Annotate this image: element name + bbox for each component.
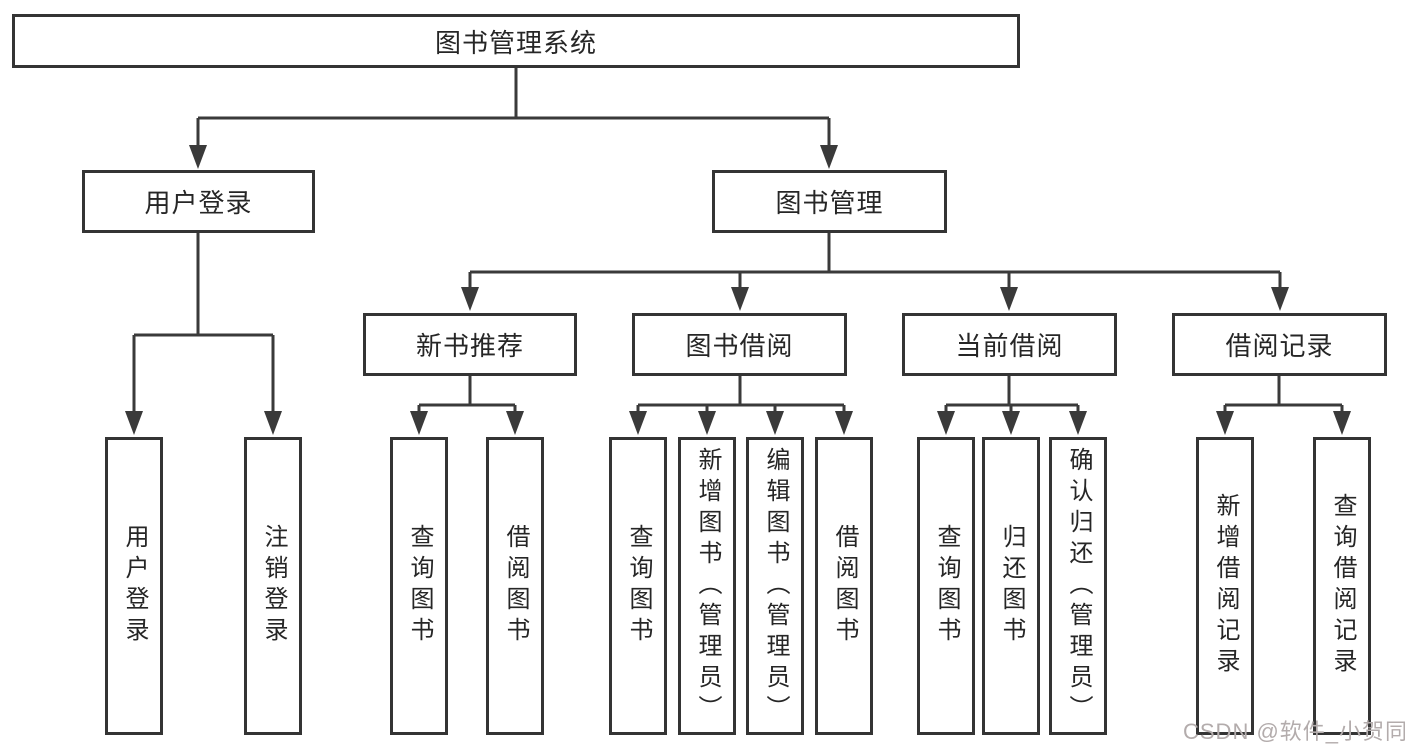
leaf-label: 借阅图书 — [502, 524, 529, 648]
node-label: 新书推荐 — [415, 331, 524, 361]
leaf-label: 注销登录 — [260, 524, 287, 648]
leaf-edit-books-admin: 编辑图书（管理员） — [746, 437, 804, 735]
leaf-query-books: 查询图书 — [390, 437, 448, 735]
leaf-borrow-books: 借阅图书 — [486, 437, 544, 735]
leaf-label: 查询图书 — [933, 524, 960, 648]
node-book-management: 图书管理 — [712, 170, 947, 233]
node-library-management-system: 图书管理系统 — [12, 14, 1020, 68]
leaf-label: 用户登录 — [121, 524, 148, 648]
node-label: 图书管理 — [775, 188, 884, 218]
leaf-user-login: 用户登录 — [105, 437, 163, 735]
csdn-watermark: CSDN @软件_小贺同学 — [1183, 719, 1405, 744]
leaf-label: 查询图书 — [406, 524, 433, 648]
leaf-query-books: 查询图书 — [917, 437, 975, 735]
leaf-label: 归还图书 — [998, 524, 1025, 648]
leaf-return-books: 归还图书 — [982, 437, 1040, 735]
leaf-borrow-books: 借阅图书 — [815, 437, 873, 735]
leaf-confirm-return-admin: 确认归还（管理员） — [1049, 437, 1107, 735]
node-new-book-recommend: 新书推荐 — [363, 313, 577, 376]
node-label: 图书借阅 — [685, 331, 794, 361]
leaf-label: 借阅图书 — [831, 524, 858, 648]
node-book-borrow: 图书借阅 — [632, 313, 847, 376]
node-label: 借阅记录 — [1225, 331, 1334, 361]
leaf-label: 编辑图书（管理员） — [762, 446, 789, 726]
leaf-query-borrow-record: 查询借阅记录 — [1313, 437, 1371, 735]
leaf-label: 新增借阅记录 — [1212, 493, 1239, 679]
leaf-add-books-admin: 新增图书（管理员） — [678, 437, 736, 735]
node-borrow-records: 借阅记录 — [1172, 313, 1387, 376]
leaf-label: 查询借阅记录 — [1329, 493, 1356, 679]
node-user-login: 用户登录 — [82, 170, 315, 233]
leaf-label: 新增图书（管理员） — [694, 446, 721, 726]
node-label: 当前借阅 — [955, 331, 1064, 361]
node-label: 图书管理系统 — [434, 27, 597, 58]
leaf-add-borrow-record: 新增借阅记录 — [1196, 437, 1254, 735]
node-label: 用户登录 — [144, 188, 253, 218]
leaf-query-books: 查询图书 — [609, 437, 667, 735]
leaf-logout: 注销登录 — [244, 437, 302, 735]
leaf-label: 确认归还（管理员） — [1065, 446, 1092, 726]
leaf-label: 查询图书 — [625, 524, 652, 648]
node-current-borrow: 当前借阅 — [902, 313, 1117, 376]
